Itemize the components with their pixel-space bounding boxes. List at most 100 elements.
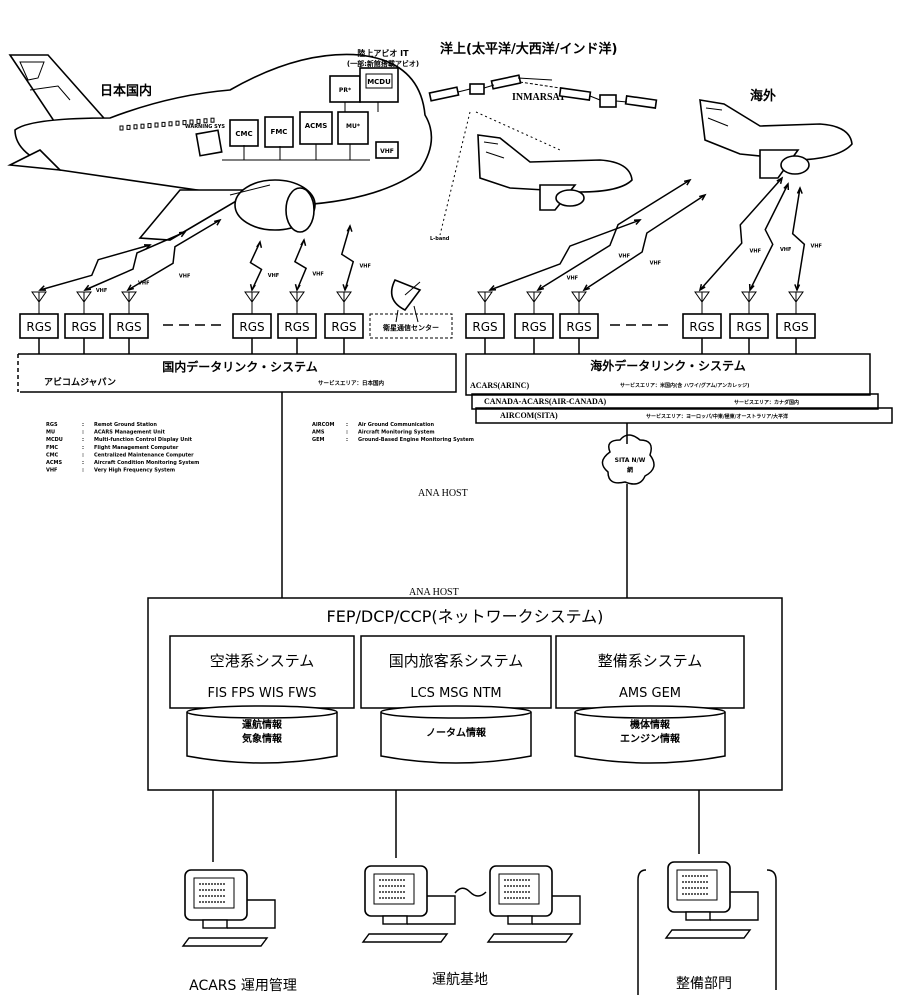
rgs-label: RGS: [472, 320, 497, 334]
overseas-row-name: ACARS(ARINC): [470, 381, 529, 390]
aircraft-avionics-title: 陸上アビオ IT: [357, 48, 409, 58]
legend-colon: :: [82, 452, 84, 458]
radio-link: [583, 194, 706, 291]
legend-colon: :: [82, 468, 84, 474]
rgs-label: RGS: [26, 320, 51, 334]
pr-label: PR*: [339, 87, 352, 94]
database-label: エンジン情報: [620, 732, 681, 745]
database-icon: [380, 712, 532, 764]
database-icon: [574, 712, 726, 764]
legend-desc: Multi-function Control Display Unit: [94, 437, 193, 443]
antenna-head: [694, 291, 710, 303]
antenna-icon: [244, 291, 260, 314]
rgs-label: RGS: [783, 320, 808, 334]
radio-link: [293, 239, 308, 291]
legend-desc: Ground-Based Engine Monitoring System: [358, 437, 474, 443]
window: [119, 125, 124, 131]
rgs-label: RGS: [521, 320, 546, 334]
computer-icon: [181, 869, 276, 947]
window: [196, 118, 201, 124]
rgs-station: [232, 313, 272, 339]
antenna-icon: [477, 291, 493, 314]
arrow-head: [126, 284, 134, 292]
legend-abbr: GEM: [312, 437, 325, 443]
arrow-head: [748, 283, 755, 292]
legend-desc: ACARS Management Unit: [94, 430, 165, 436]
legend-colon: :: [82, 460, 84, 466]
arrow-head: [796, 186, 803, 194]
legend-abbr: RGS: [46, 422, 58, 428]
aircraft-avionics-subtitle: (一部:新館搭載アビオ): [347, 59, 419, 68]
radio-link: [489, 219, 641, 291]
fep-title: FEP/DCP/CCP(ネットワークシステム): [327, 607, 604, 626]
terminal-label: 運航基地: [432, 971, 488, 988]
window: [168, 121, 173, 127]
window: [182, 120, 187, 126]
subsystem-apps: FIS FPS WIS FWS: [207, 686, 316, 701]
legend-abbr: FMC: [46, 445, 58, 451]
database-label: 機体情報: [630, 718, 671, 731]
antenna-head: [788, 291, 804, 303]
antenna-icon: [121, 291, 137, 314]
antenna-head: [121, 291, 137, 303]
arrow-head: [582, 284, 590, 292]
rgs-label: RGS: [71, 320, 96, 334]
antenna-head: [31, 291, 47, 303]
arrow-head: [342, 284, 349, 292]
domestic-operator: アビコムジャパン: [44, 376, 116, 388]
database-label: 運航情報: [242, 718, 283, 731]
antenna-icon: [31, 291, 47, 314]
monitor-stand: [202, 919, 228, 929]
vhf-link-label: VHF: [268, 273, 279, 279]
database-icon: [186, 712, 338, 764]
screen: [193, 877, 235, 909]
legend-colon: :: [82, 437, 84, 443]
radio-link: [699, 177, 783, 291]
vhf-link-label: VHF: [138, 281, 149, 287]
ocean-aircraft: [477, 134, 633, 211]
window: [161, 121, 166, 127]
legend-colon: :: [346, 437, 348, 443]
legend-abbr: VHF: [46, 468, 57, 474]
window: [189, 119, 194, 125]
rgs-label: RGS: [284, 320, 309, 334]
vhf-link-label: VHF: [359, 263, 370, 269]
antenna-head: [336, 291, 352, 303]
overseas-row-area: サービスエリア：ヨーロッパ/中東/極東/オーストラリア/大平洋: [646, 413, 788, 420]
domestic-service-area: サービスエリア：日本国内: [318, 379, 385, 387]
satellite-right: [558, 87, 658, 109]
radio-link: [249, 241, 263, 291]
vhf-link-label: VHF: [312, 271, 323, 277]
warning-sys-label: WARNING SYS: [185, 124, 225, 130]
rgs-label: RGS: [116, 320, 141, 334]
rgs-station: [19, 313, 59, 339]
computer-icon: [486, 865, 581, 943]
ana-host-mid-label: ANA HOST: [418, 488, 468, 499]
satellite-dish-icon: [390, 278, 422, 323]
radio-link: [127, 219, 221, 291]
cmc-label: CMC: [235, 130, 252, 138]
satellite-center-label: 衛星通信センター: [382, 323, 439, 332]
ana-host-box: [147, 597, 783, 791]
arrow-head: [683, 178, 692, 186]
window: [147, 123, 152, 129]
legend-abbr: CMC: [46, 452, 59, 458]
rgs-station: [682, 313, 722, 339]
arrow-head: [249, 283, 256, 292]
legend-desc: Very High Frequency System: [94, 468, 175, 474]
rgs-station: [559, 313, 599, 339]
keyboard: [664, 929, 752, 939]
screen: [498, 873, 540, 905]
arrow-head: [38, 285, 47, 291]
keyboard-cable: [407, 895, 456, 925]
antenna-icon: [571, 291, 587, 314]
vhf-link-label: VHF: [619, 254, 630, 260]
antenna-head: [289, 291, 305, 303]
antenna-icon: [289, 291, 305, 314]
fmc-label: FMC: [271, 128, 288, 136]
antenna-head: [477, 291, 493, 303]
window: [126, 124, 131, 130]
database-label: 気象情報: [241, 732, 283, 745]
